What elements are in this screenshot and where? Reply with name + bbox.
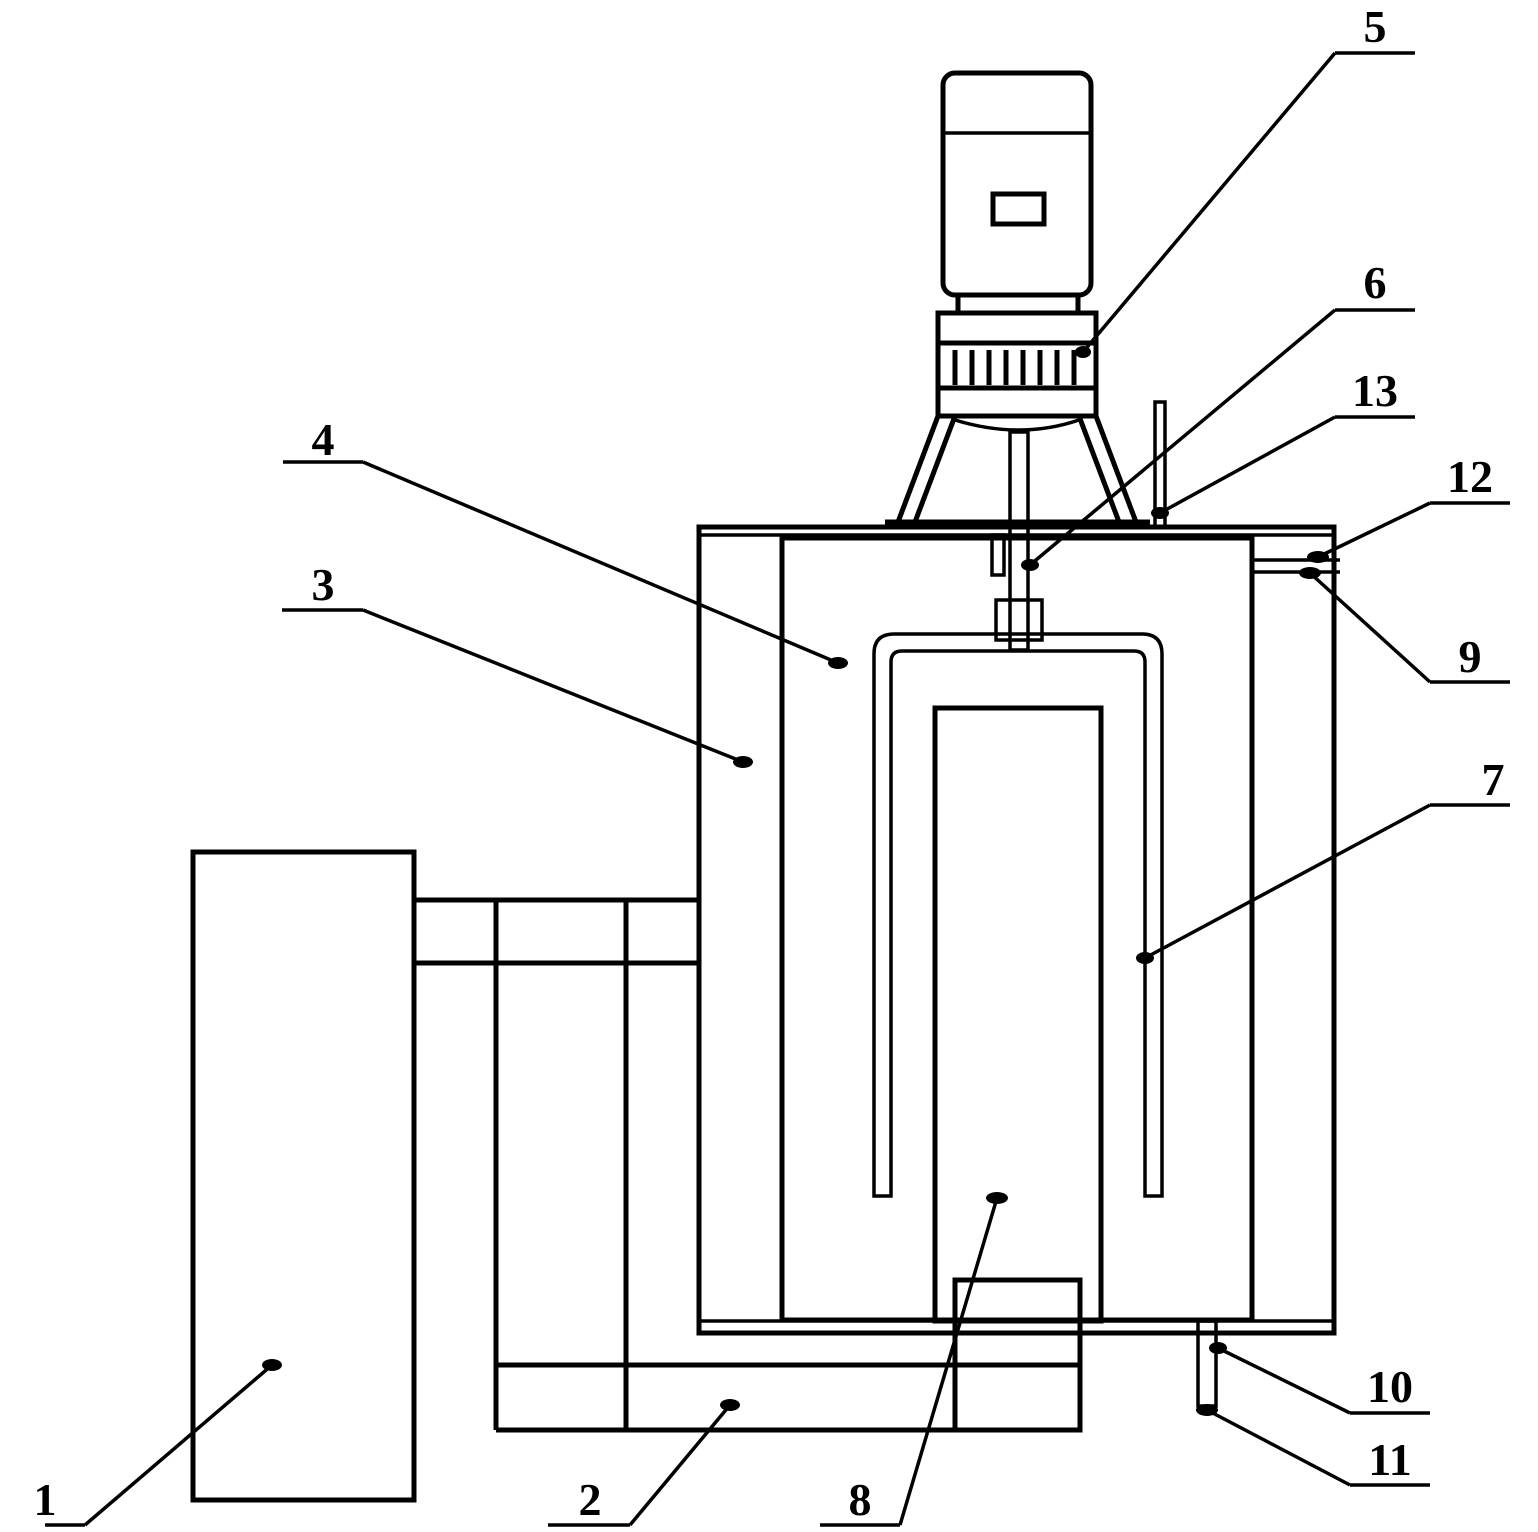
label-2: 2 xyxy=(579,1474,602,1525)
label-8: 8 xyxy=(849,1474,872,1525)
label-5: 5 xyxy=(1364,1,1387,52)
label-13: 13 xyxy=(1352,365,1398,416)
label-1: 1 xyxy=(34,1474,57,1525)
leader-12 xyxy=(1307,501,1510,563)
part-3-outer-vessel xyxy=(696,524,1337,1336)
label-7: 7 xyxy=(1482,754,1505,805)
part-2-base-frame xyxy=(414,897,1082,1433)
part-1-box xyxy=(190,849,417,1503)
leader-9 xyxy=(1299,567,1510,684)
stirrer-shaft xyxy=(990,430,1044,652)
label-10: 10 xyxy=(1367,1361,1413,1412)
label-12: 12 xyxy=(1447,451,1493,502)
leader-2 xyxy=(548,1399,740,1527)
label-3: 3 xyxy=(312,559,335,610)
leader-5 xyxy=(1075,51,1415,358)
leader-1 xyxy=(45,1359,282,1527)
leader-13 xyxy=(1151,415,1415,519)
leader-8 xyxy=(820,1192,1008,1527)
label-6: 6 xyxy=(1364,257,1387,308)
label-11: 11 xyxy=(1368,1434,1411,1485)
callout-labels: 1 2 3 4 5 6 13 12 9 7 8 10 11 xyxy=(34,1,1505,1525)
leader-7 xyxy=(1136,803,1510,964)
leader-11 xyxy=(1196,1404,1430,1487)
leader-4 xyxy=(283,460,848,669)
leader-10 xyxy=(1209,1342,1430,1415)
leader-3 xyxy=(282,608,753,768)
leader-6 xyxy=(1021,308,1415,571)
part-8-heater xyxy=(932,705,1104,1433)
part-7-stirrer-paddle xyxy=(872,632,1164,1198)
part-5-motor xyxy=(935,70,1099,419)
motor-cooling-fins xyxy=(952,350,1077,385)
motor-stand xyxy=(885,415,1150,525)
label-4: 4 xyxy=(312,414,335,465)
part-13-probe xyxy=(1153,400,1167,529)
leader-lines xyxy=(45,51,1510,1527)
part-9-12-side-outlet xyxy=(1252,558,1340,574)
label-9: 9 xyxy=(1459,631,1482,682)
